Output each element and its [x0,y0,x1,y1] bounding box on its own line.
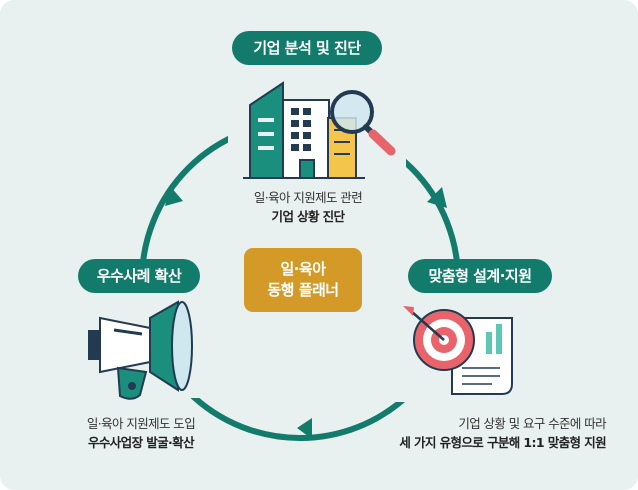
desc-line-strong: 세 가지 유형으로 구분해 1:1 맞춤형 지원 [399,435,606,450]
arrow-bottom [297,418,312,439]
desc-line: 기업 상황 및 요구 수준에 따라 [458,416,606,431]
desc-line: 일·육아 지원제도 관련 [253,190,363,205]
desc-line-strong: 우수사업장 발굴·확산 [87,435,195,450]
step-title-analysis: 기업 분석 및 진단 [232,31,382,65]
desc-line: 일·육아 지원제도 도입 [86,416,196,431]
desc-line-strong: 기업 상황 진단 [271,209,346,224]
center-line-2: 동행 플래너 [267,281,339,299]
building-magnifier-icon [243,81,396,179]
step-title-custom-support: 맞춤형 설계·지원 [408,259,552,293]
target-document-icon [403,306,513,395]
step-title-best-practice: 우수사례 확산 [78,259,200,293]
step-desc-analysis: 일·육아 지원제도 관련 기업 상황 진단 [208,188,408,226]
step-desc-best-practice: 일·육아 지원제도 도입 우수사업장 발굴·확산 [56,414,226,452]
arrow-top-right [427,187,447,208]
center-line-1: 일·육아 [280,260,326,278]
arrow-left [165,186,183,206]
step-desc-custom-support: 기업 상황 및 요구 수준에 따라 세 가지 유형으로 구분해 1:1 맞춤형 … [316,414,606,452]
megaphone-icon [88,300,193,400]
center-label: 일·육아 동행 플래너 [244,248,362,312]
